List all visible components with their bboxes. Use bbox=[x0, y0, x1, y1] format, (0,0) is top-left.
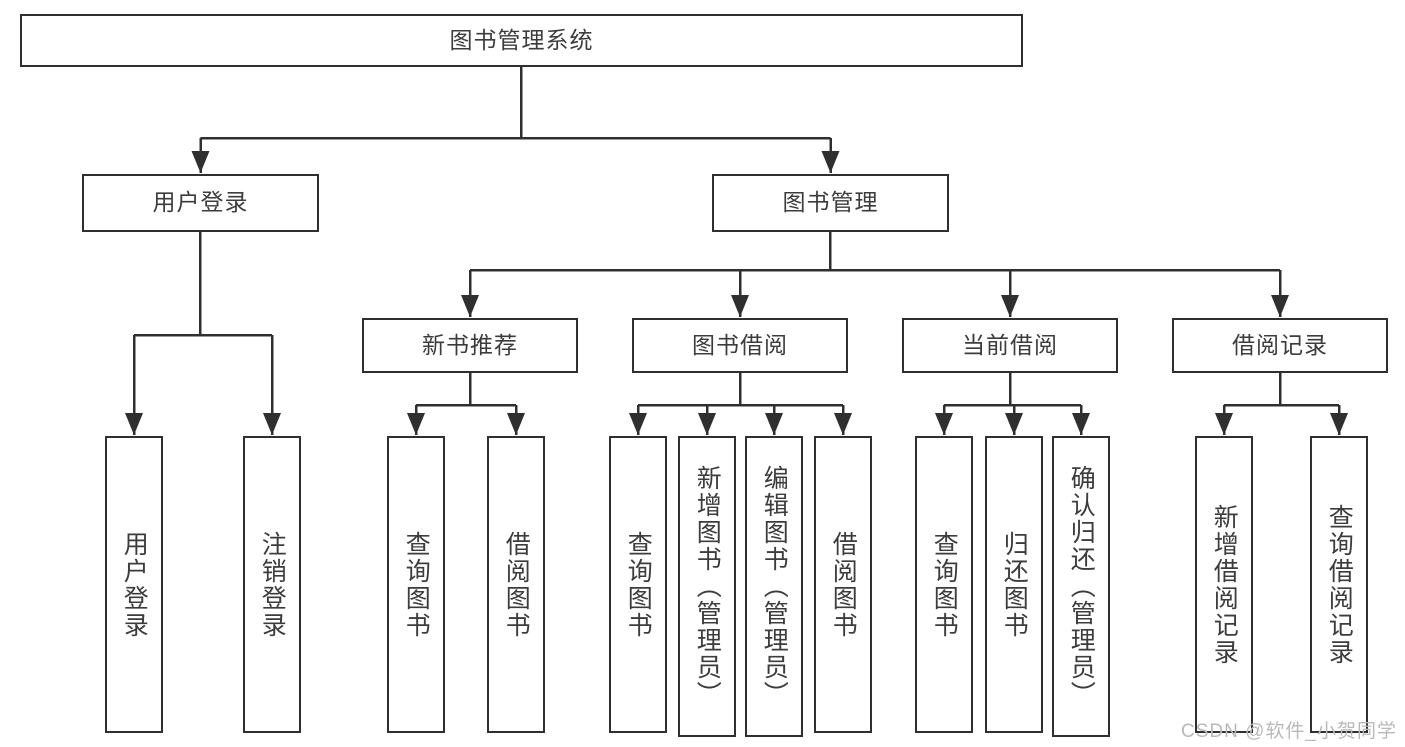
node-label: 借阅记录 bbox=[1232, 331, 1328, 358]
node-label: 用户登录 bbox=[152, 189, 249, 216]
node-label: 归还图书 bbox=[1000, 530, 1029, 639]
node-l-login: 用户登录 bbox=[105, 436, 163, 733]
node-root: 图书管理系统 bbox=[20, 14, 1023, 67]
node-label: 当前借阅 bbox=[962, 331, 1058, 358]
node-label: 查询图书 bbox=[624, 530, 653, 639]
node-label: 新书推荐 bbox=[422, 331, 518, 358]
node-label: 借阅图书 bbox=[502, 530, 531, 639]
node-l-bo-edit: 编辑图书（管理员） bbox=[745, 436, 803, 737]
node-l-nb-query: 查询图书 bbox=[387, 436, 445, 733]
node-current: 当前借阅 bbox=[902, 318, 1118, 373]
node-l-cu-conf: 确认归还（管理员） bbox=[1052, 436, 1110, 737]
node-l-bo-lend: 借阅图书 bbox=[814, 436, 872, 733]
node-l-cu-return: 归还图书 bbox=[985, 436, 1043, 733]
node-l-logout: 注销登录 bbox=[243, 436, 301, 733]
node-l-nb-borrow: 借阅图书 bbox=[487, 436, 545, 733]
node-newbook: 新书推荐 bbox=[362, 318, 578, 373]
node-l-bo-query: 查询图书 bbox=[609, 436, 667, 733]
node-label: 借阅图书 bbox=[829, 530, 858, 639]
node-login: 用户登录 bbox=[82, 174, 319, 232]
node-l-re-add: 新增借阅记录 bbox=[1195, 436, 1253, 733]
node-label: 编辑图书（管理员） bbox=[760, 465, 789, 708]
node-label: 查询图书 bbox=[930, 530, 959, 639]
node-label: 用户登录 bbox=[120, 530, 149, 639]
node-label: 查询借阅记录 bbox=[1325, 503, 1354, 666]
node-label: 新增图书（管理员） bbox=[693, 465, 722, 708]
node-label: 注销登录 bbox=[258, 530, 287, 639]
node-label: 图书管理系统 bbox=[449, 26, 594, 53]
node-l-re-query: 查询借阅记录 bbox=[1310, 436, 1368, 733]
node-l-bo-add: 新增图书（管理员） bbox=[678, 436, 736, 737]
node-label: 查询图书 bbox=[402, 530, 431, 639]
node-label: 确认归还（管理员） bbox=[1067, 465, 1096, 708]
node-label: 图书管理 bbox=[782, 189, 879, 216]
node-l-cu-query: 查询图书 bbox=[915, 436, 973, 733]
node-label: 新增借阅记录 bbox=[1210, 503, 1239, 666]
node-borrow: 图书借阅 bbox=[632, 318, 848, 373]
node-label: 图书借阅 bbox=[692, 331, 788, 358]
node-bookmgmt: 图书管理 bbox=[712, 174, 949, 232]
node-records: 借阅记录 bbox=[1172, 318, 1388, 373]
